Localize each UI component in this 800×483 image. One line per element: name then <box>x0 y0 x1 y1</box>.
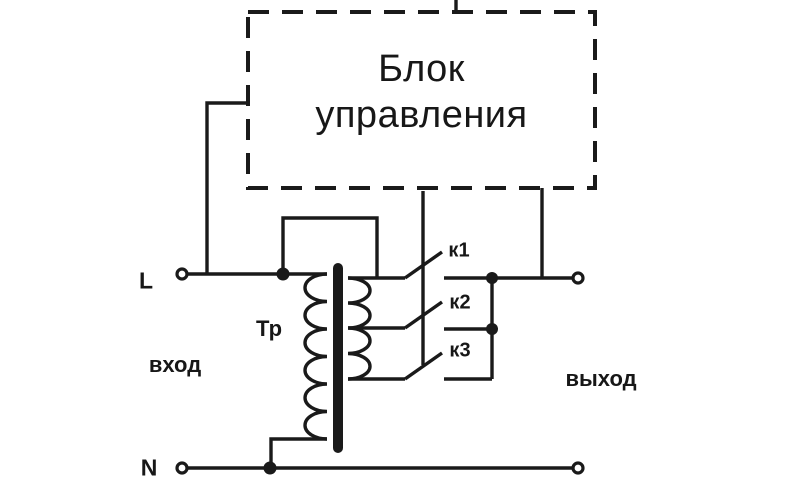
output-side-label: выход <box>565 366 637 391</box>
terminal-l <box>175 267 189 281</box>
relay-k3-label: к3 <box>449 339 471 362</box>
control-block-label-line1: Блок <box>378 48 465 90</box>
autotransformer-link-wire <box>281 216 379 278</box>
control-left-wire <box>205 101 248 274</box>
terminal-n <box>175 461 189 475</box>
primary-bottom-wire <box>269 437 327 468</box>
control-block-outline <box>246 10 597 190</box>
junction-dot-k1 <box>486 272 498 284</box>
control-block-label: Блок управления <box>248 46 595 138</box>
junction-dot-k2 <box>486 323 498 335</box>
transformer-label: Тр <box>255 316 283 341</box>
junction-dot-n <box>263 461 277 475</box>
relay-k2-label: к2 <box>449 291 471 314</box>
input-side-label: вход <box>148 352 202 377</box>
relay-k1-label: к1 <box>448 239 470 262</box>
relay-k1-arm <box>404 250 443 280</box>
relay-k3-arm <box>404 351 443 381</box>
control-block-label-line2: управления <box>315 94 528 136</box>
terminal-out-bottom <box>571 461 585 475</box>
junction-dot-l <box>276 267 290 281</box>
terminal-l-label: L <box>138 267 154 294</box>
primary-winding <box>303 272 328 441</box>
terminal-out-top <box>571 271 585 285</box>
relay-k2-arm <box>404 300 443 330</box>
terminal-n-label: N <box>140 454 158 481</box>
